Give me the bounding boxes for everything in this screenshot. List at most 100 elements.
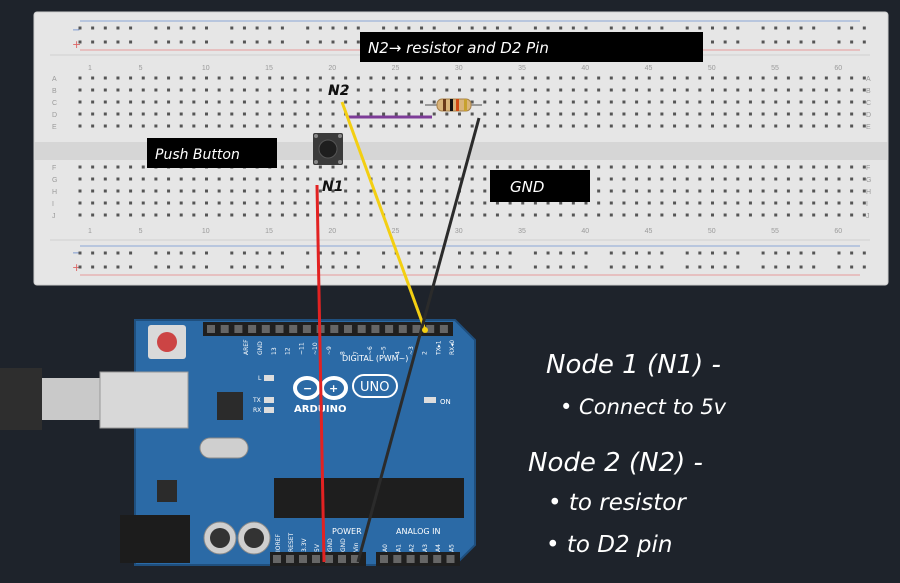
column-number: 30 [455,228,463,235]
pin-label: 12 [285,347,292,355]
row-letter: A [52,76,57,83]
pin-label: A2 [409,544,416,552]
yellow-wire-n2-to-d2 [340,101,427,331]
rail-plus-top: + [72,38,81,51]
pin-label: GND [340,538,347,552]
column-number: 20 [328,65,336,72]
column-number: 55 [771,228,779,235]
pin-label: A5 [449,544,456,552]
on-led [424,397,436,403]
column-number: 60 [834,65,842,72]
row-letter: F [866,165,870,172]
pin-label: 8 [340,351,347,355]
pin-label: Vin [353,542,360,552]
rx-led-label: RX [253,407,261,414]
row-letter: H [52,189,57,196]
pin-label: ~6 [367,346,374,355]
on-led-label: ON [440,398,451,406]
row-letter: H [866,189,871,196]
row-letter: J [866,213,870,220]
usb-cable [0,368,42,430]
atmega-chip [274,478,464,518]
n2-note-text: N2→ resistor and D2 Pin [368,39,549,57]
pin-label: RX◂0 [449,340,456,355]
row-letter: D [52,112,57,119]
column-number: 40 [581,65,589,72]
column-number: 10 [202,65,210,72]
row-letter: I [52,201,54,208]
pin-label: 13 [271,347,278,355]
power-pin-labels: IOREF RESET 3.3V 5V GND GND Vin [275,532,360,552]
row-letter: E [866,124,871,131]
row-letter: G [866,177,871,184]
reset-button[interactable] [157,332,177,352]
pin-label: TX▸1 [435,340,442,356]
digital-label: DIGITAL (PWM~) [342,354,408,363]
pin-label: 3.3V [301,537,308,552]
pin-label: 5V [314,543,321,552]
pin-label: ~9 [326,346,333,355]
pin-label: RESET [288,532,295,552]
push-button-label-box: Push Button [147,138,277,168]
push-button-label: Push Button [155,147,240,163]
l-led-label: L [258,375,262,382]
pin-label: AREF [243,339,250,355]
pin-label: ~11 [298,342,305,355]
usb-port [99,371,189,429]
pin-label: IOREF [275,534,282,552]
resistor [425,98,482,112]
row-letter: I [866,201,868,208]
red-wire-n1-to-5v [315,184,326,563]
row-letter: C [52,100,57,107]
pin-label: GND [327,538,334,552]
column-number: 55 [771,65,779,72]
column-number: 35 [518,228,526,235]
row-letter: B [866,88,871,95]
column-number: 45 [645,228,653,235]
pin-label: GND [257,341,264,355]
row-letter: F [52,165,56,172]
column-number: 25 [392,228,400,235]
row-letter: C [866,100,871,107]
row-letter: A [866,76,871,83]
pin-label: 2 [422,351,429,355]
column-number: 45 [645,65,653,72]
usb-plug [42,378,102,420]
rail-plus-bottom: + [72,261,81,274]
row-letter: B [52,88,57,95]
n2-note-box: N2→ resistor and D2 Pin [360,32,703,62]
analog-label: ANALOG IN [396,527,441,536]
gnd-label: GND [510,178,544,196]
tx-led-label: TX [252,397,261,404]
pin-label: A1 [395,544,402,552]
svg-text:+: + [329,382,338,395]
column-number: 15 [265,228,273,235]
rail-minus-top: − [72,25,80,36]
arduino-uno-board: − + UNO ARDUINO DIGITAL (PWM~) ANALOG IN… [0,319,476,566]
model-label: UNO [360,380,389,395]
pin-label: 7 [353,351,360,355]
column-number: 5 [139,65,143,72]
node2-title: Node 2 (N2) - [528,448,703,478]
column-number: 50 [708,65,716,72]
pin-label: A0 [382,544,389,552]
column-number: 15 [265,65,273,72]
black-wire-gnd [356,117,481,563]
column-number: 40 [581,228,589,235]
column-number: 60 [834,228,842,235]
n2-tag: N2 [328,83,349,99]
push-button [313,133,343,165]
row-letter: J [52,213,56,220]
column-number: 1 [88,228,92,235]
column-number: 1 [88,65,92,72]
pin-label: A4 [435,544,442,552]
column-number: 50 [708,228,716,235]
column-number: 10 [202,228,210,235]
node1-title: Node 1 (N1) - [546,350,721,380]
